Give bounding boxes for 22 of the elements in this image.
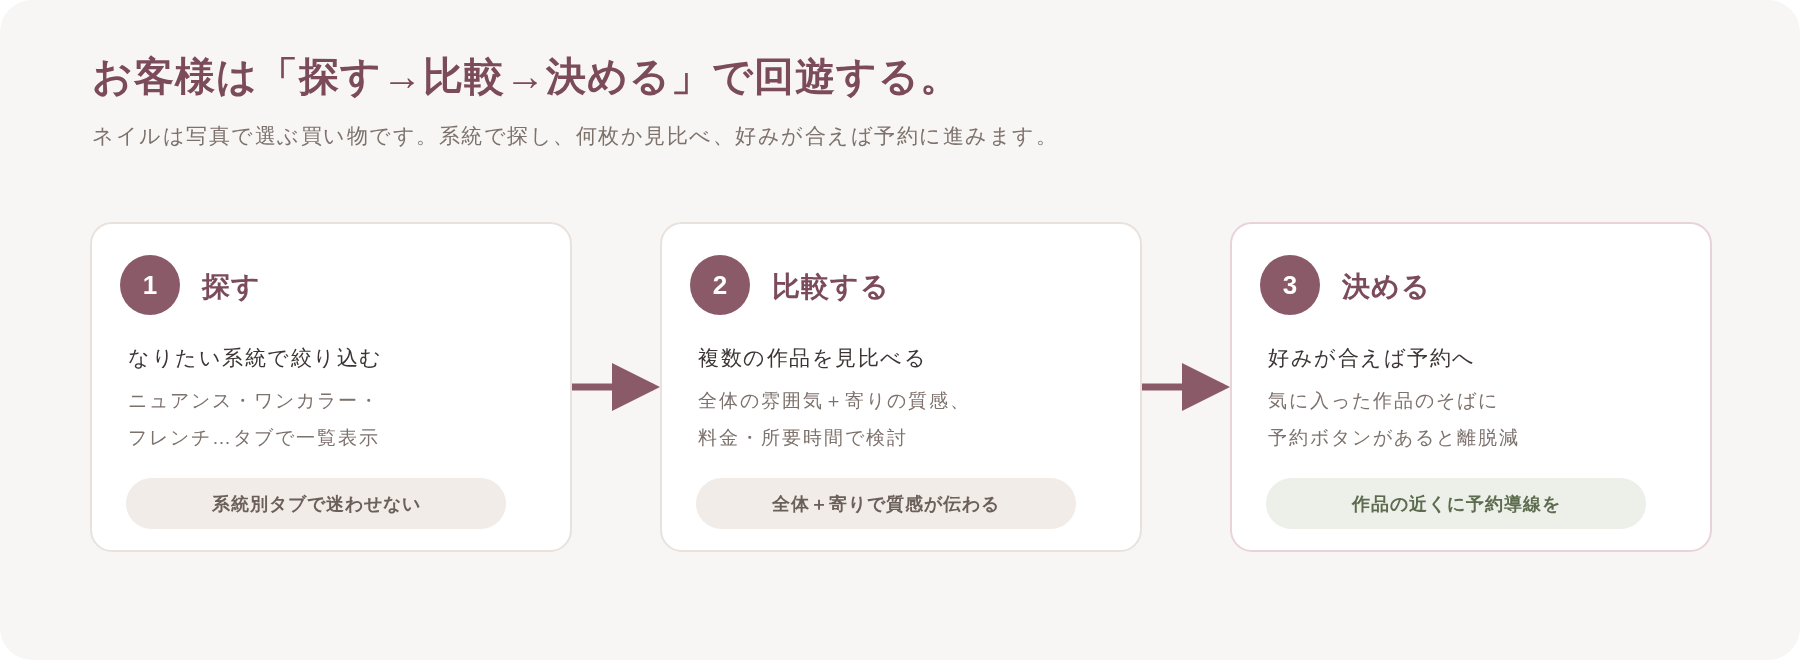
key-point-tag: 作品の近くに予約導線を xyxy=(1266,478,1646,529)
step-summary: 複数の作品を見比べる xyxy=(698,345,927,371)
step-number-circle: 1 xyxy=(120,255,180,315)
page-title: お客様は「探す→比較→決める」で回遊する。 xyxy=(92,53,961,101)
step-summary: なりたい系統で絞り込む xyxy=(128,345,383,371)
step-card xyxy=(90,222,572,552)
step-summary: 好みが合えば予約へ xyxy=(1268,345,1476,371)
step-description: ニュアンス・ワンカラー・フレンチ…タブで一覧表示 xyxy=(128,389,380,450)
arrow xyxy=(1142,363,1230,411)
step-card xyxy=(660,222,1142,552)
arrow xyxy=(572,363,660,411)
key-point-tag: 系統別タブで迷わせない xyxy=(126,478,506,529)
step-title: 探す xyxy=(202,270,261,304)
step-title: 比較する xyxy=(772,270,890,304)
step-description: 気に入った作品のそばに予約ボタンがあると離脱減 xyxy=(1268,389,1520,450)
step-title: 決める xyxy=(1342,270,1431,304)
step-number-circle: 3 xyxy=(1260,255,1320,315)
step-description: 全体の雰囲気＋寄りの質感、料金・所要時間で検討 xyxy=(698,389,971,450)
step-number-circle: 2 xyxy=(690,255,750,315)
step-card xyxy=(1230,222,1712,552)
subtitle: ネイルは写真で選ぶ買い物です。系統で探し、何枚か見比べ、好みが合えば予約に進みます。 xyxy=(92,123,1058,149)
key-point-tag: 全体＋寄りで質感が伝わる xyxy=(696,478,1076,529)
